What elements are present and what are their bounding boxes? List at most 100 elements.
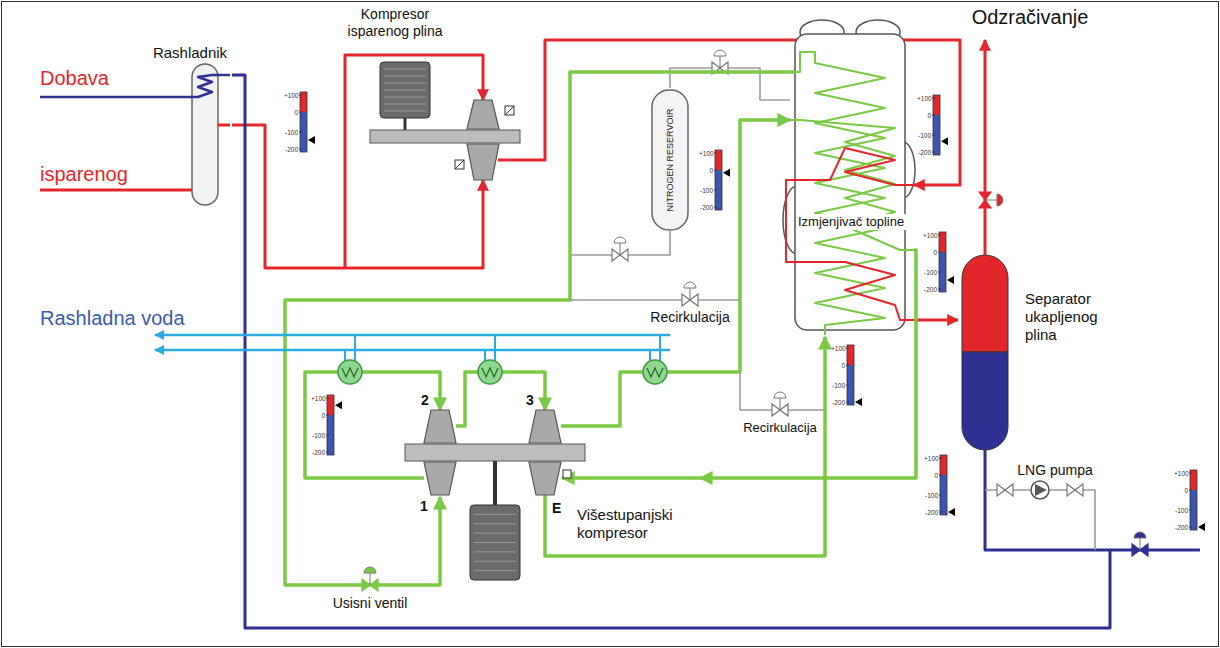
gauge-scale-number: +100 <box>284 92 298 99</box>
drawing-part <box>1134 532 1146 538</box>
drawing-part <box>715 170 722 210</box>
drawing-part <box>933 95 940 155</box>
gauge-scale-number: -200 <box>311 449 325 456</box>
drawing-part <box>299 95 302 96</box>
valve-symbol <box>772 392 788 416</box>
motor-fin <box>474 514 516 515</box>
drawing-part <box>714 190 717 191</box>
intercooler <box>338 360 362 384</box>
drawing-part <box>326 435 329 436</box>
pipe-line <box>484 350 486 361</box>
drawing-part <box>932 152 935 153</box>
plant-label: Odzračivanje <box>972 5 1089 29</box>
drawing-part <box>370 573 371 585</box>
pipe-connector <box>232 75 1110 628</box>
stage-number: E <box>552 500 561 517</box>
pipe-line <box>155 349 670 352</box>
gauge-scale-number: -100 <box>311 432 325 439</box>
drawing-part <box>720 56 721 68</box>
equipment-label: Izmjenjivač topline <box>796 214 906 230</box>
drawing-part <box>939 475 942 476</box>
gauge-bar <box>714 150 730 210</box>
separator-gas <box>962 255 1008 352</box>
pipe-line <box>984 40 987 255</box>
drawing-part <box>932 115 935 116</box>
damper-box <box>455 160 464 169</box>
drawing-part <box>997 194 1003 206</box>
drawing-part <box>1190 490 1197 530</box>
gauge-scale-number: -100 <box>1174 507 1188 514</box>
pipe-line <box>285 72 795 585</box>
gauge-scale-number: 0 <box>284 109 298 116</box>
drawing-part <box>326 415 329 416</box>
pump-symbol <box>1031 481 1049 499</box>
valve-symbol <box>997 484 1013 496</box>
drawing-part <box>326 398 329 399</box>
drawing-part <box>932 98 935 99</box>
gauge-scale-number: -100 <box>923 269 937 276</box>
motor-fin <box>474 533 516 534</box>
pipe-line <box>344 350 346 361</box>
gauge-scale-number: +100 <box>924 455 938 462</box>
multistage-compressor: Višestupanjski kompresor <box>300 358 700 600</box>
gauge-scale-number: -200 <box>284 146 298 153</box>
plant-label: LNG pumpa <box>1017 462 1092 479</box>
shaft <box>493 461 497 505</box>
drawing-part <box>714 50 726 56</box>
plant-label: Recirkulacija <box>743 420 817 436</box>
drawing-part <box>1190 470 1197 530</box>
drawing-part <box>723 169 730 177</box>
motor-body <box>380 62 430 118</box>
plant-label: Recirkulacija <box>650 309 729 326</box>
drawing-part <box>300 92 307 112</box>
intercooler <box>478 360 502 384</box>
gauge-scale-number: -200 <box>917 149 931 156</box>
drawing-part <box>948 508 955 516</box>
compressor-stage <box>529 462 561 495</box>
stage-number: 3 <box>526 392 534 409</box>
drawing-part <box>714 170 717 171</box>
pipe-line <box>362 372 440 410</box>
drawing-part <box>335 401 342 409</box>
drawing-part <box>774 392 786 398</box>
compressor-stage <box>529 410 561 443</box>
pipe-line <box>155 334 670 337</box>
drawing-part <box>932 135 935 136</box>
gauge-scale-number: -200 <box>831 399 845 406</box>
damper-blade <box>505 106 514 115</box>
pipe-line <box>740 372 825 410</box>
gauge-bar <box>932 95 948 155</box>
separator-liquid <box>962 352 1008 450</box>
drawing-part <box>847 345 854 405</box>
drawing-part <box>1198 523 1205 531</box>
pipe-line <box>345 55 483 268</box>
motor-fin <box>384 111 426 112</box>
drawing-part <box>933 95 940 115</box>
drawing-part <box>300 92 307 152</box>
gauge-scale-number: +100 <box>311 395 325 402</box>
drawing-part <box>846 365 849 366</box>
drawing-part <box>715 150 722 210</box>
intercooler-coil <box>342 368 358 377</box>
motor-fin <box>474 561 516 562</box>
valve-symbol <box>612 237 628 261</box>
exchanger-coil <box>795 52 885 335</box>
plant-label: Dobava <box>40 66 109 90</box>
gauge-scale-number: +100 <box>923 232 937 239</box>
pipe-line <box>545 337 825 556</box>
gearbox <box>405 444 585 461</box>
gauge-scale-number: 0 <box>311 412 325 419</box>
drawing-part <box>939 512 942 513</box>
drawing-part <box>684 282 696 288</box>
drawing-part <box>1189 490 1192 491</box>
gauge-scale-number: 0 <box>923 249 937 256</box>
gauge-scale-number: -200 <box>924 509 938 516</box>
intercooler-coil <box>482 368 498 377</box>
exchanger-coil <box>786 148 914 320</box>
compressor-stage <box>424 462 456 495</box>
gauge-bar <box>1189 470 1205 531</box>
pipe-line <box>498 159 530 162</box>
valve-symbol <box>682 282 698 306</box>
motor-fin <box>474 551 516 552</box>
